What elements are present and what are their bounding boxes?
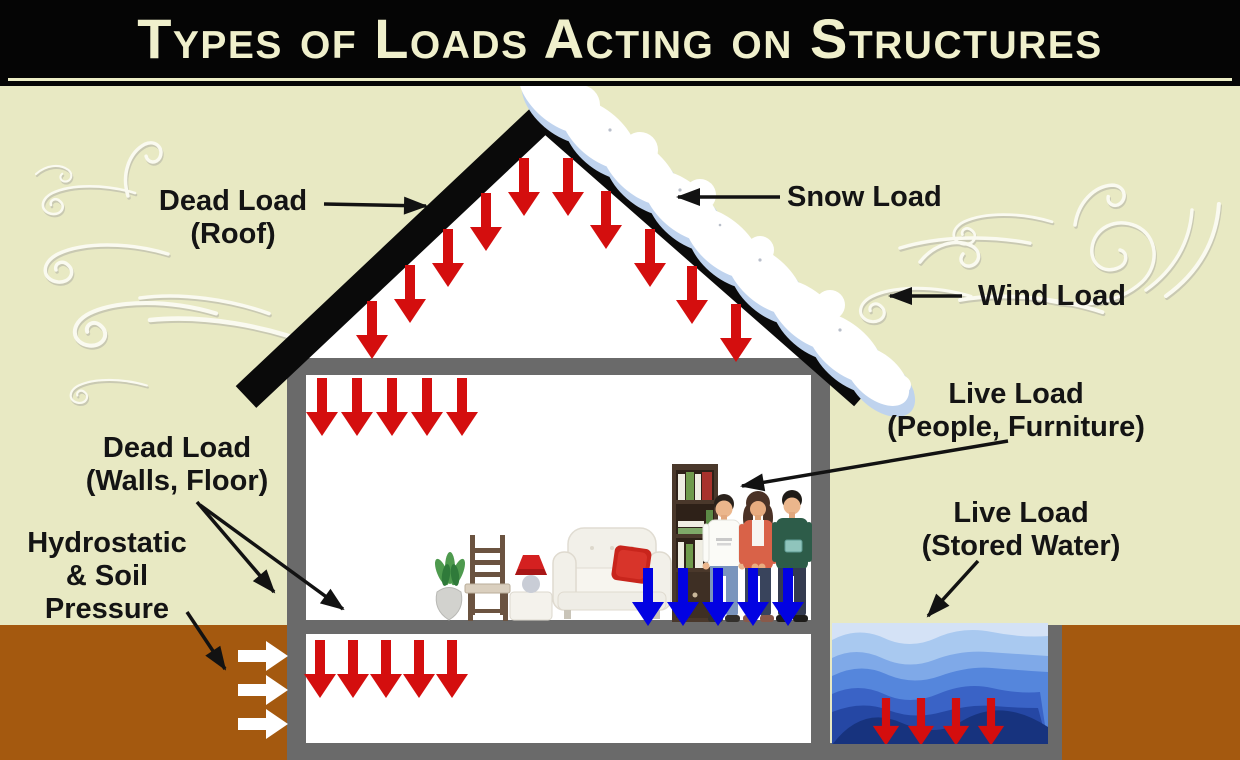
label-line: Live Load [948, 378, 1084, 410]
red-pillow [611, 545, 652, 584]
title-bar: Types of Loads Acting on Structures [0, 0, 1240, 86]
wooden-chair [464, 535, 511, 621]
label-line: Snow Load [787, 181, 942, 213]
dead-load-wall-pointer [195, 500, 276, 594]
label-hydrostatic-soil-pressure: Hydrostatic & Soil Pressure [27, 527, 187, 626]
label-live-load-people: Live Load (People, Furniture) [887, 378, 1145, 444]
page-title: Types of Loads Acting on Structures [137, 7, 1103, 70]
label-line: (Stored Water) [921, 530, 1121, 562]
couch [552, 527, 672, 619]
soil-pressure-arrows [238, 641, 288, 739]
label-dead-load-roof: Dead Load (Roof) [159, 185, 307, 251]
live-load-water-pointer [926, 559, 980, 618]
snow-drift-icon [518, 62, 916, 417]
dead-load-roof-pointer [323, 196, 428, 215]
label-line: (Roof) [190, 218, 276, 250]
label-line: Hydrostatic [27, 527, 187, 559]
label-line: Live Load [953, 497, 1089, 529]
label-line: Pressure [44, 593, 170, 625]
house-interior [287, 120, 830, 743]
potted-plant [435, 552, 465, 621]
table-lamp [509, 555, 553, 621]
label-snow-load: Snow Load [787, 181, 942, 214]
label-line: & Soil [65, 560, 149, 592]
stored-water [832, 623, 1048, 744]
label-line: Wind Load [978, 280, 1126, 312]
label-line: Dead Load [102, 432, 252, 464]
label-line: Dead Load [158, 185, 308, 217]
label-wind-load: Wind Load [978, 280, 1126, 313]
label-dead-load-walls-floor: Dead Load (Walls, Floor) [86, 432, 269, 498]
house-walls [287, 358, 1062, 760]
dead-load-floor-pointer [198, 503, 345, 611]
title-underline [8, 78, 1232, 81]
label-line: (Walls, Floor) [85, 465, 269, 497]
live-load-people-pointer [740, 439, 1009, 492]
label-live-load-water: Live Load (Stored Water) [922, 497, 1121, 563]
label-line: (People, Furniture) [887, 411, 1145, 443]
hydrostatic-pointer [185, 611, 227, 671]
annotation-arrows [185, 188, 1009, 671]
